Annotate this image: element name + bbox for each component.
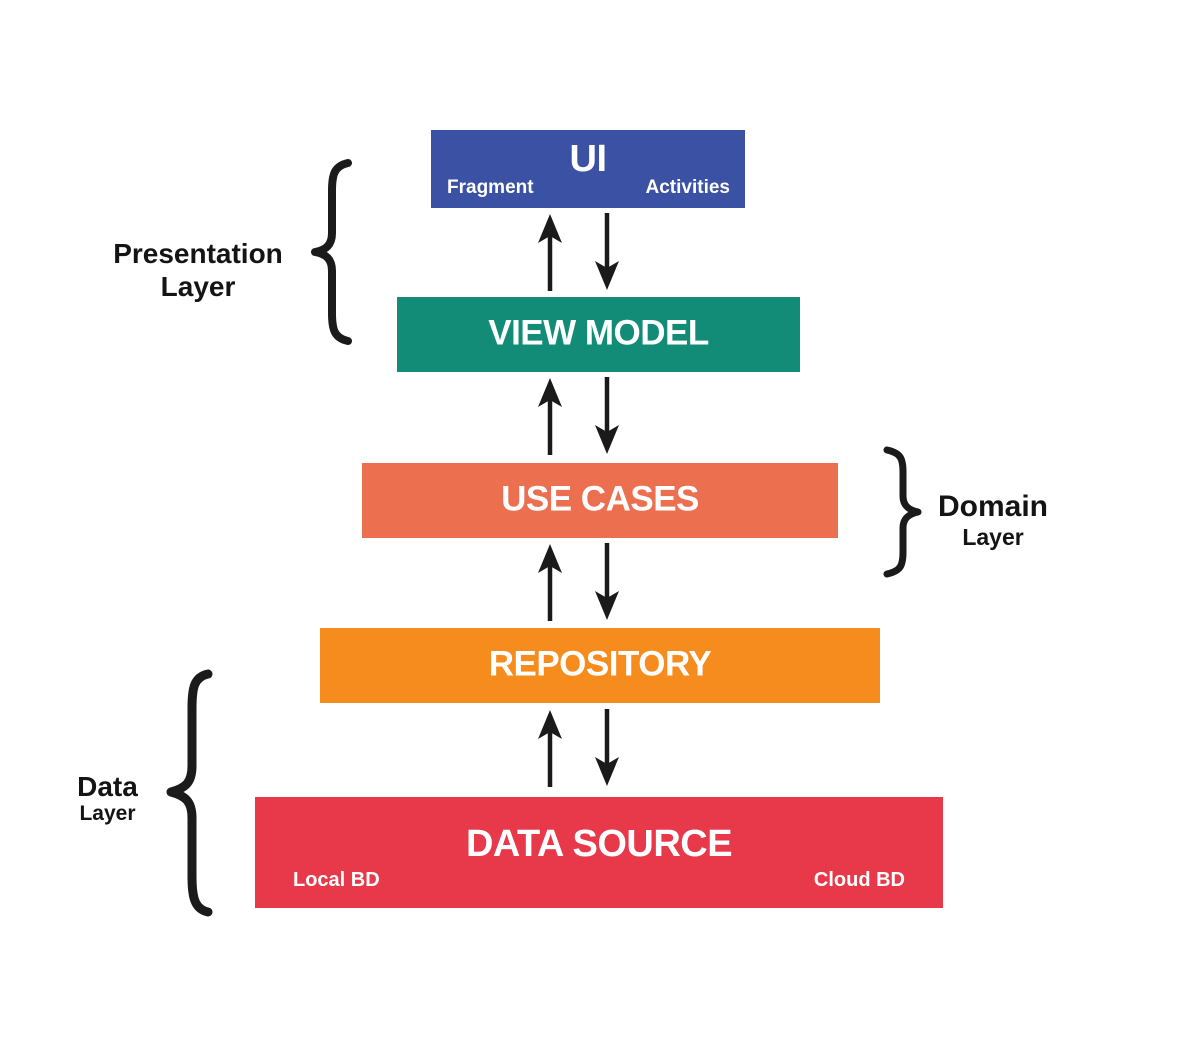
use-cases-label: USE CASES [501,478,699,518]
local-bd-label: Local BD [293,869,380,891]
arrow-up-icon [538,214,562,291]
fragment-label: Fragment [447,177,534,198]
data-layer-name: Data [77,771,138,802]
domain-layer-name: Domain [937,490,1048,523]
arrow-up-icon [538,544,562,621]
domain-layer-suffix: Layer [962,524,1024,550]
arrow-down-icon [595,377,619,454]
arrow-down-icon [595,543,619,620]
arrows-ui-viewmodel [538,213,619,291]
arrow-up-icon [538,710,562,787]
view-model-box: VIEW MODEL [397,297,800,372]
arrows-usecases-repository [538,543,619,621]
cloud-bd-label: Cloud BD [813,869,905,891]
arrow-up-icon [538,378,562,455]
data-source-box: DATA SOURCE Local BD Cloud BD [255,797,943,908]
presentation-layer-name: Presentation [113,238,283,269]
domain-brace-icon [883,446,922,578]
data-layer-suffix: Layer [79,802,136,825]
activities-label: Activities [645,177,730,198]
presentation-layer-label: Presentation Layer [88,237,308,303]
use-cases-box: USE CASES [362,463,838,538]
ui-box: UI Fragment Activities [431,130,745,208]
arrow-down-icon [595,709,619,786]
arrows-viewmodel-usecases [538,377,619,455]
repository-label: REPOSITORY [488,643,712,683]
data-source-label: DATA SOURCE [465,823,733,865]
presentation-layer-suffix: Layer [160,271,236,302]
arrows-repository-datasource [538,709,619,787]
arrow-down-icon [595,213,619,290]
repository-box: REPOSITORY [320,628,880,703]
domain-layer-label: Domain Layer [918,490,1068,550]
view-model-label: VIEW MODEL [488,312,709,352]
data-layer-label: Data Layer [40,771,175,826]
presentation-brace-icon [311,159,352,345]
ui-box-label: UI [569,138,608,180]
data-brace-icon [166,669,213,917]
